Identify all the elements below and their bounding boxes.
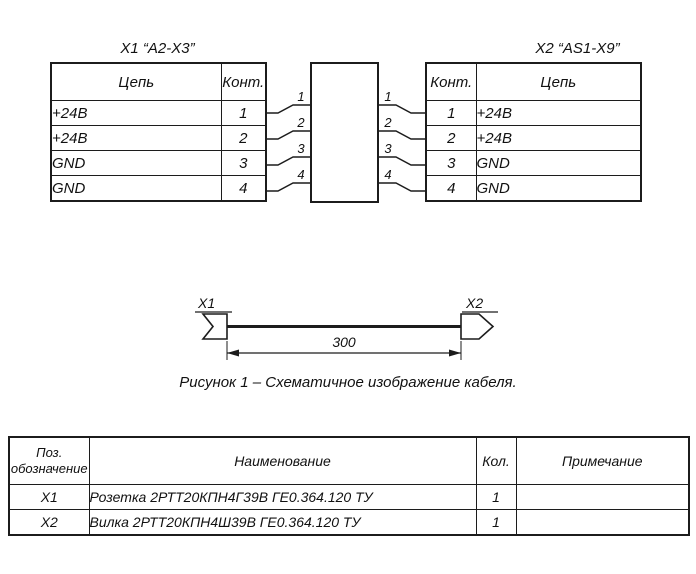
x1-connector-table: Цепь Конт. +24В 1 +24В 2 GND 3 GND 4 [50,62,267,202]
table-header-row: Конт. Цепь [425,62,642,101]
table-row: 1 +24В [425,100,642,126]
qty-cell: 1 [475,509,517,536]
pin-number: 1 [297,89,304,104]
pin-number: 2 [383,115,392,130]
contact-cell: 1 [220,100,267,126]
table-row: 4 GND [425,175,642,202]
pin-number: 1 [384,89,391,104]
wire [378,130,425,140]
x1-reference-label: X1 [197,295,215,311]
cable-body-rectangle [310,62,379,203]
circuit-cell: GND [475,175,642,202]
wiring-diagram: 1 2 3 4 1 2 3 4 [265,62,425,203]
x2-connector-table: Конт. Цепь 1 +24В 2 +24В 3 GND 4 GND [425,62,642,202]
note-cell [515,509,690,536]
note-cell [515,484,690,510]
name-cell: Вилка 2РТТ20КПН4Ш39В ГЕ0.364.120 ТУ [88,509,477,536]
wire [378,182,425,192]
circuit-cell: GND [475,150,642,176]
circuit-cell: +24В [475,100,642,126]
contact-cell: 4 [220,175,267,202]
dimension-value: 300 [332,334,356,350]
wire [378,156,425,166]
table-row: +24В 2 [50,125,267,151]
table-row: X1 Розетка 2РТТ20КПН4Г39В ГЕ0.364.120 ТУ… [8,484,690,510]
parts-table: Поз. обозначение Наименование Кол. Приме… [8,436,690,536]
parts-col-position-line1: Поз. [36,444,63,460]
name-cell: Розетка 2РТТ20КПН4Г39В ГЕ0.364.120 ТУ [88,484,477,510]
table-row: GND 4 [50,175,267,202]
x2-connector-title: X2 “AS1-X9” [535,40,620,57]
circuit-cell: GND [50,150,222,176]
parts-col-position-line2: обозначение [10,461,88,476]
wire [265,182,311,192]
dimension-arrow-right [449,349,461,357]
contact-cell: 4 [425,175,477,202]
table-header-row: Цепь Конт. [50,62,267,101]
contact-cell: 1 [425,100,477,126]
contact-cell: 2 [220,125,267,151]
pin-number: 3 [297,141,305,156]
pin-number: 4 [384,167,391,182]
contact-cell: 3 [220,150,267,176]
table-row: GND 3 [50,150,267,176]
pin-number: 3 [384,141,392,156]
wire [265,130,311,140]
qty-cell: 1 [475,484,517,510]
position-cell: X2 [8,509,90,536]
circuit-cell: +24В [50,125,222,151]
wire [265,156,311,166]
parts-col-note: Примечание [515,436,690,485]
circuit-cell: GND [50,175,222,202]
parts-col-name: Наименование [88,436,477,485]
table-row: X2 Вилка 2РТТ20КПН4Ш39В ГЕ0.364.120 ТУ 1 [8,509,690,536]
table-row: 3 GND [425,150,642,176]
wire [265,104,311,114]
parts-col-qty: Кол. [475,436,517,485]
pin-number: 2 [296,115,305,130]
x1-connector-symbol [201,313,228,340]
cable-schematic: X1 X2 300 [195,295,498,360]
x1-connector-title: X1 “A2-X3” [120,40,195,57]
pin-number: 4 [297,167,304,182]
position-cell: X1 [8,484,90,510]
x2-connector-symbol [460,313,495,340]
parts-col-position: Поз. обозначение [8,436,90,485]
x2-col-circuit: Цепь [475,62,642,101]
contact-cell: 3 [425,150,477,176]
wire [378,104,425,114]
parts-header-row: Поз. обозначение Наименование Кол. Приме… [8,436,690,485]
x1-col-contact: Конт. [220,62,267,101]
x2-reference-label: X2 [465,295,483,311]
figure-caption: Рисунок 1 – Схематичное изображение кабе… [179,374,517,391]
dimension-arrow-left [227,349,239,357]
